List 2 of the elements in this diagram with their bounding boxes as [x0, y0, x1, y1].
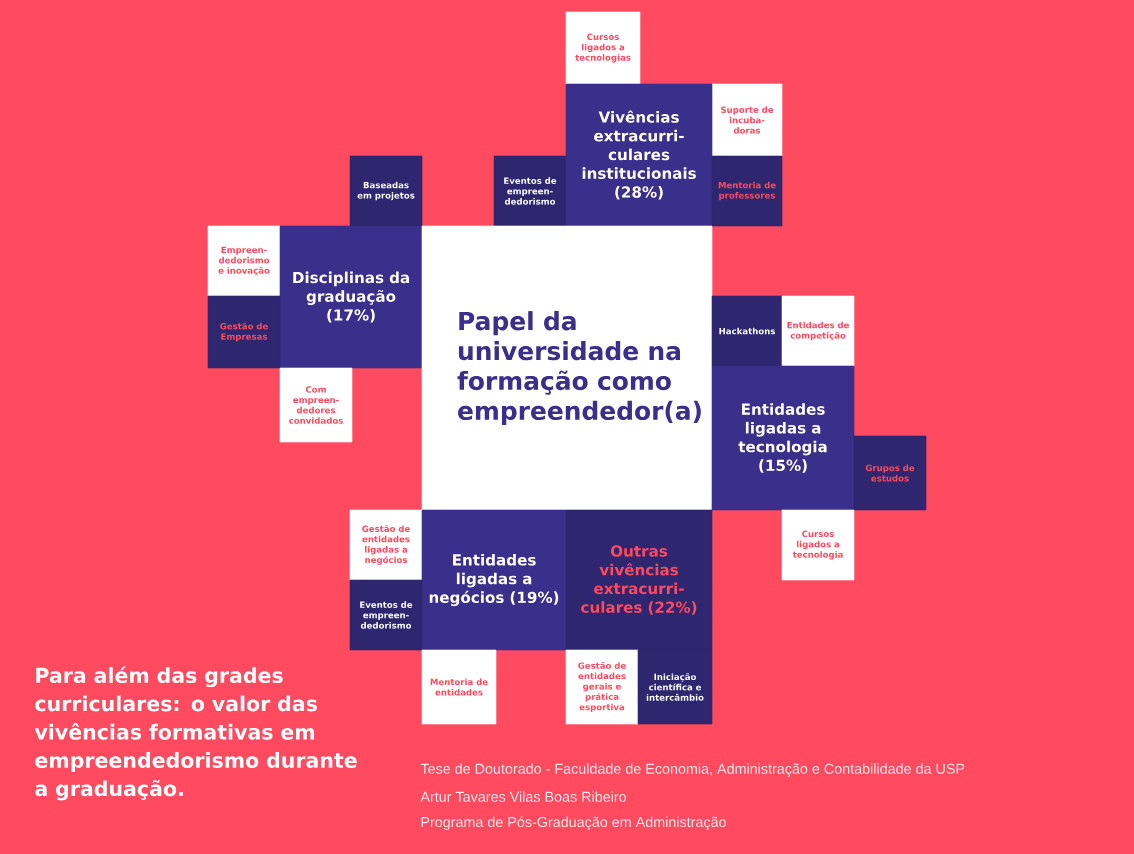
central-box: Papel da universidade na formação como empreendedor(a) — [421, 225, 713, 511]
title: Para além das grades curriculares: o valor das vivências formativas em empreendedorismo durante a graduação. — [34, 666, 357, 801]
